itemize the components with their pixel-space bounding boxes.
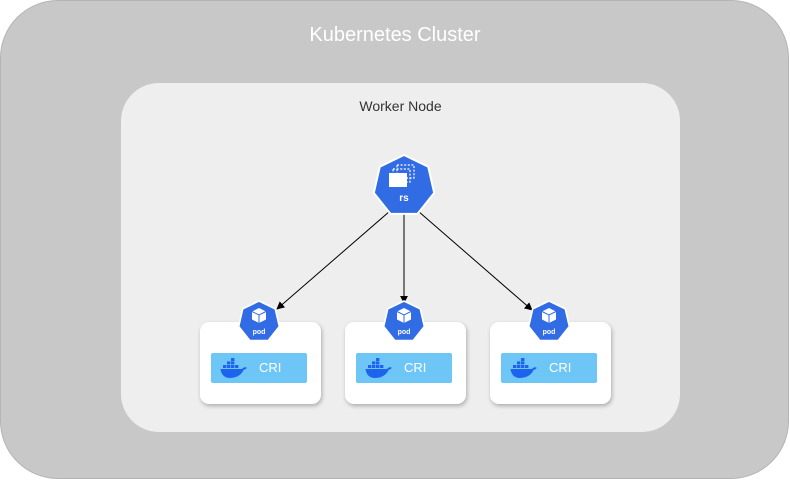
- cri-box-2: CRI: [356, 353, 452, 383]
- pod-badge-2: pod: [398, 329, 411, 336]
- docker-icon: [365, 358, 392, 378]
- cri-label-1: CRI: [259, 360, 282, 375]
- cri-label-3: CRI: [549, 360, 572, 375]
- pod-badge-3: pod: [543, 329, 556, 336]
- cluster-title: Kubernetes Cluster: [309, 24, 481, 46]
- pod-icon: pod: [527, 300, 571, 342]
- docker-icon: [510, 358, 537, 378]
- replicaset-icon: rs: [372, 154, 436, 215]
- arrow-rs-to-pod-1: [276, 210, 391, 310]
- cri-box-3: CRI: [501, 353, 597, 383]
- replicaset-label: rs: [399, 193, 409, 204]
- pod-icon: pod: [382, 300, 426, 342]
- pod-icon: pod: [237, 300, 281, 342]
- arrow-rs-to-pod-3: [417, 210, 533, 311]
- docker-icon: [220, 358, 247, 378]
- pod-badge-1: pod: [253, 329, 266, 336]
- worker-node-title: Worker Node: [359, 98, 442, 114]
- cri-label-2: CRI: [404, 360, 427, 375]
- cri-box-1: CRI: [211, 353, 307, 383]
